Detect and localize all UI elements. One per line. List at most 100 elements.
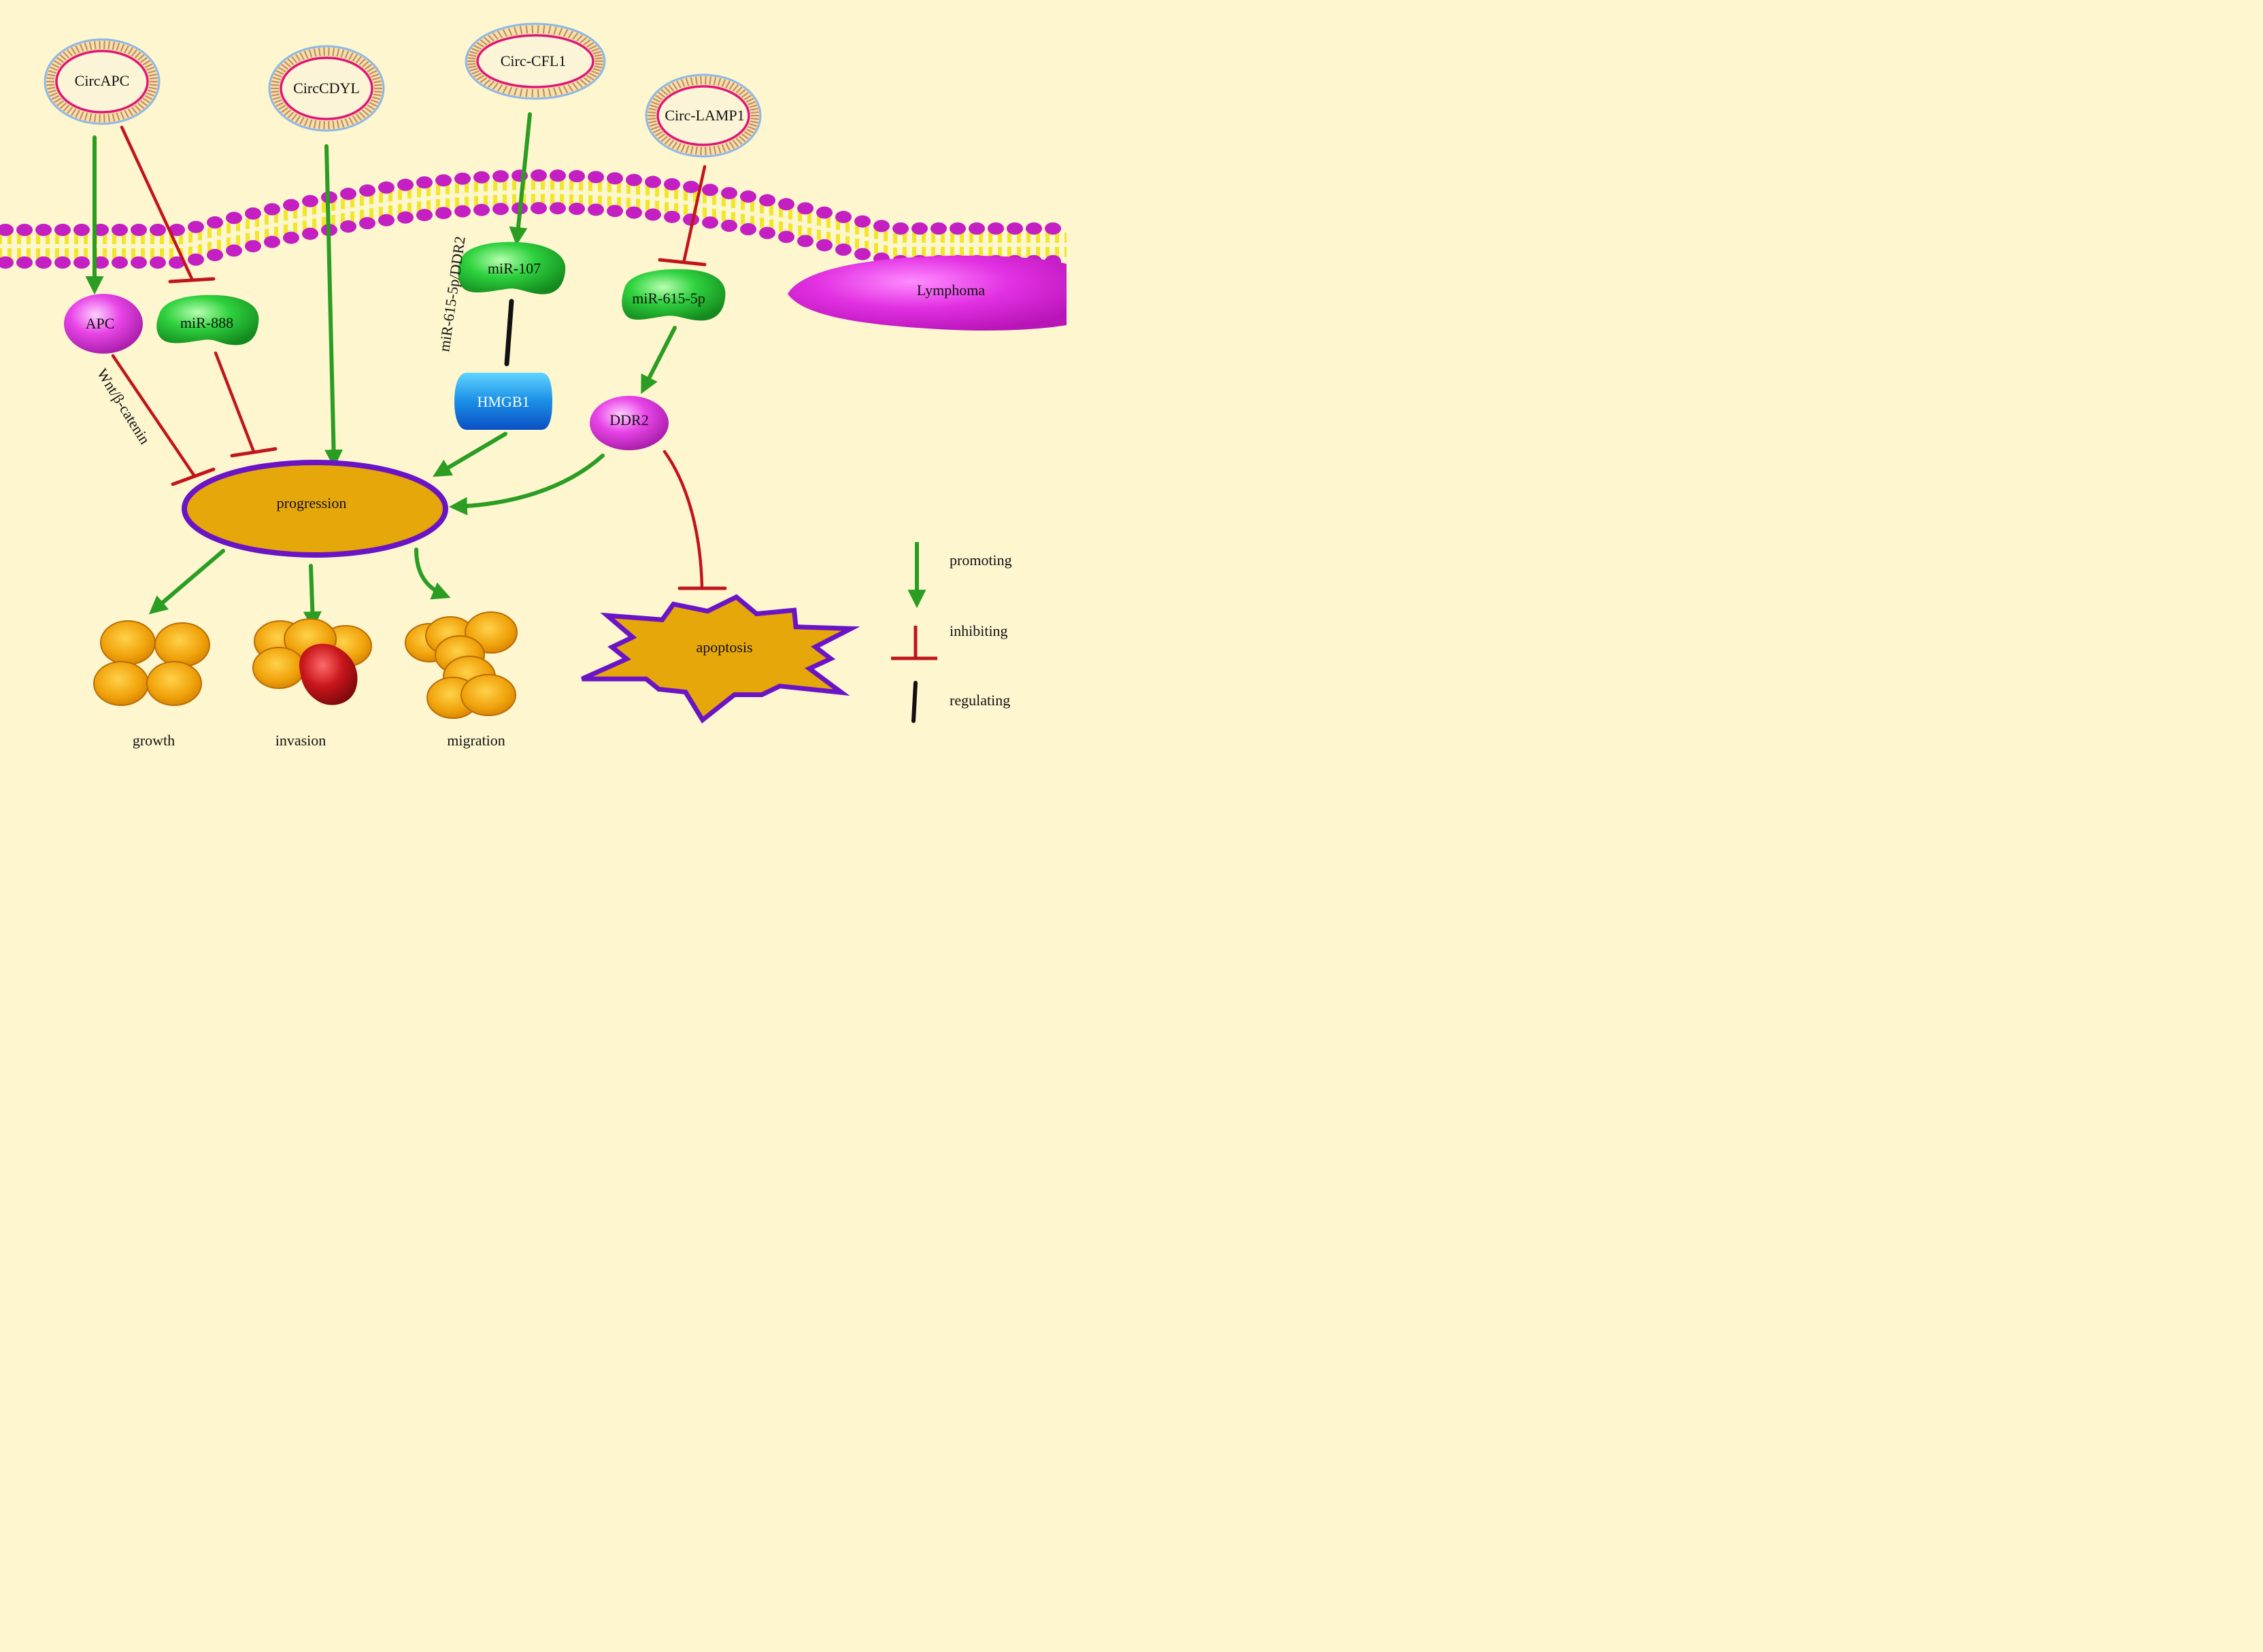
membrane-head <box>988 222 1004 235</box>
membrane-head <box>835 243 852 256</box>
inhibit-apc-progression <box>111 354 197 478</box>
membrane-head <box>264 235 280 248</box>
red-blood-cell <box>299 643 358 705</box>
membrane-head <box>645 175 661 188</box>
membrane-head <box>302 227 318 240</box>
membrane-head <box>911 222 928 235</box>
circlamp1-label: Circ-LAMP1 <box>665 107 744 124</box>
hmgb1-label: HMGB1 <box>477 393 529 410</box>
node-apoptosis: apoptosis <box>581 594 860 724</box>
membrane-head <box>531 169 547 182</box>
membrane-head <box>378 214 395 226</box>
vesicle-membrane <box>268 45 385 132</box>
membrane-head <box>112 256 128 269</box>
vesicle-membrane <box>44 38 161 125</box>
tbar-mir888-progression <box>230 447 278 458</box>
membrane-head <box>1045 222 1061 235</box>
tumor-cell <box>460 674 516 716</box>
membrane-head <box>854 248 871 260</box>
exosome-vesicles: CircAPC CircCDYL Circ-CFL1 Circ-LAMP1 <box>44 22 762 158</box>
membrane-head <box>302 195 318 207</box>
membrane-head <box>702 216 718 229</box>
membrane-head <box>626 206 642 219</box>
membrane-head <box>245 207 261 220</box>
regulate-mir107-hmgb1 <box>504 299 514 367</box>
membrane-head <box>416 176 433 189</box>
arrow-mir615-ddr2 <box>641 326 677 394</box>
inhibit-ddr2-apoptosis <box>663 450 704 589</box>
membrane-head <box>492 170 509 183</box>
membrane-head <box>454 205 471 218</box>
membrane-head <box>626 173 642 186</box>
progression-label: progression <box>277 494 347 511</box>
membrane-head <box>188 220 204 233</box>
membrane-head <box>797 202 814 215</box>
membrane-head <box>35 224 52 236</box>
membrane-head <box>264 203 280 216</box>
membrane-head <box>397 178 414 191</box>
membrane-head <box>550 169 566 182</box>
membrane-head <box>740 190 756 203</box>
membrane-head <box>16 224 33 236</box>
node-progression: progression <box>182 460 448 558</box>
tumor-cell <box>100 620 156 665</box>
membrane-head <box>778 231 794 243</box>
inhibit-mir888-progression <box>214 351 256 454</box>
membrane-head <box>54 256 71 269</box>
membrane-head <box>112 224 128 236</box>
membrane-head <box>1007 222 1023 235</box>
membrane-head <box>454 172 471 185</box>
tbar-mir888 <box>168 277 216 284</box>
edges <box>85 112 727 630</box>
membrane-head <box>283 231 299 244</box>
membrane-head <box>645 208 661 221</box>
inhibit-circlamp1-mir615 <box>682 165 707 262</box>
growth-label: growth <box>133 732 175 749</box>
mir615-label: miR-615-5p <box>632 290 705 307</box>
membrane-head <box>207 216 223 229</box>
membrane-head <box>721 219 737 232</box>
circcdyl-label: CircCDYL <box>293 80 360 97</box>
membrane-head <box>607 172 623 185</box>
membrane-head <box>969 222 985 235</box>
membrane-head <box>35 256 52 269</box>
vesicle-circlamp1: Circ-LAMP1 <box>645 73 762 158</box>
node-mir107: miR-107 <box>458 241 566 294</box>
membrane-head <box>950 222 966 235</box>
inhibit-circapc-mir888 <box>120 125 195 282</box>
membrane-head <box>778 198 794 211</box>
membrane-head <box>759 226 775 239</box>
membrane-head <box>397 211 414 224</box>
membrane-head <box>378 181 395 194</box>
node-apc: APC <box>64 294 143 354</box>
membrane-head <box>283 199 299 212</box>
membrane-head <box>702 184 718 197</box>
membrane-head <box>131 224 147 236</box>
membrane-head <box>607 205 623 218</box>
membrane-head <box>569 203 585 216</box>
membrane-head <box>797 235 814 248</box>
membrane-head <box>816 206 833 219</box>
circcfl1-label: Circ-CFL1 <box>501 52 567 69</box>
membrane-head <box>588 203 604 216</box>
arrow-progression-migration <box>414 547 451 600</box>
membrane-head <box>740 223 756 236</box>
membrane-head <box>169 224 185 236</box>
membrane-head <box>473 171 490 184</box>
tbar-mir615 <box>658 258 707 267</box>
mir888-label: miR-888 <box>180 314 233 331</box>
legend-regulating-label: regulating <box>950 692 1010 709</box>
membrane-head <box>131 256 147 269</box>
invasion-label: invasion <box>275 732 326 749</box>
membrane-head <box>416 209 433 222</box>
membrane-head <box>207 249 223 262</box>
membrane-head <box>150 256 166 269</box>
membrane-head <box>550 202 566 215</box>
membrane-head <box>588 171 604 184</box>
tbar-apc-progression <box>171 467 216 486</box>
membrane-head <box>435 207 452 220</box>
arrow-progression-invasion <box>303 564 322 630</box>
membrane-head <box>245 239 261 252</box>
membrane-head <box>664 178 680 190</box>
legend-regulating-line <box>911 681 918 723</box>
